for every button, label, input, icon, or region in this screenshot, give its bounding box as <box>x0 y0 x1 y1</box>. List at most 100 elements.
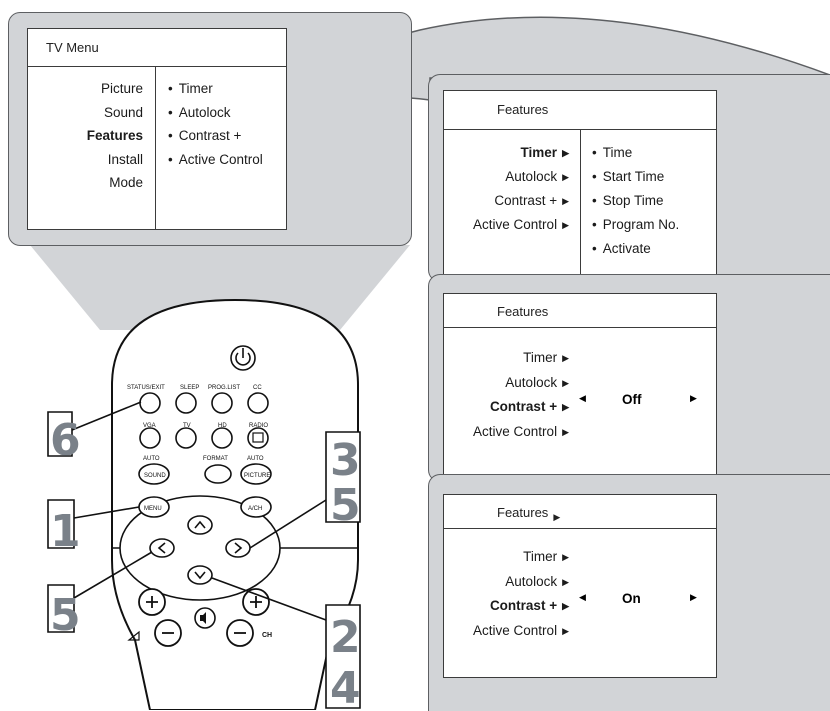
item-timer: Timer▶ <box>439 141 569 165</box>
step-callout-2-4: 2 4 <box>211 577 361 710</box>
value-right-arrow-icon[interactable]: ▶ <box>690 393 697 403</box>
timer-window-title: Features <box>497 102 549 117</box>
play-arrow-icon: ▶ <box>562 148 569 158</box>
submenu-item: •Stop Time <box>592 193 664 208</box>
play-arrow-icon: ▶ <box>562 196 569 206</box>
preview-item: •Contrast + <box>168 128 242 143</box>
contrast-value: On <box>622 591 641 606</box>
step-number-2: 2 <box>330 612 361 663</box>
volume-icon <box>127 630 140 641</box>
features-list: Timer▶ Autolock▶ Contrast +▶ Active Cont… <box>439 545 569 643</box>
menu-item-mode[interactable]: Mode <box>109 175 143 190</box>
tv-menu-title: TV Menu <box>46 40 99 55</box>
contrast-off-title: Features <box>497 304 549 319</box>
menu-item-sound[interactable]: Sound <box>103 104 143 120</box>
preview-item: •Active Control <box>168 151 263 167</box>
cc-label: CC <box>253 385 262 391</box>
play-arrow-icon: ▶ <box>562 426 569 437</box>
ach-button <box>240 496 272 518</box>
callout-connector-remote <box>30 245 410 330</box>
up-button <box>187 515 213 535</box>
menu-item-features[interactable]: Features <box>86 128 143 143</box>
menu-label: MENU <box>144 506 162 512</box>
step-callout-5-left: 5 <box>47 551 153 641</box>
play-arrow-icon: ▶ <box>562 353 569 363</box>
left-button <box>149 538 175 558</box>
tv-menu-panel: TV Menu Picture Sound Features Install M… <box>8 12 412 246</box>
contrast-on-title: Features▶ <box>497 505 561 522</box>
prog-list-button <box>211 392 233 414</box>
value-left-arrow-icon[interactable]: ◀ <box>579 592 586 602</box>
sound-label: SOUND <box>144 473 166 479</box>
left-arrow-icon <box>157 542 166 554</box>
play-arrow-icon: ▶ <box>562 552 569 562</box>
menu-item-picture[interactable]: Picture <box>100 81 143 96</box>
features-list: Timer▶ Autolock▶ Contrast +▶ Active Cont… <box>439 141 569 237</box>
plus-icon <box>146 596 158 608</box>
picture-label: PICTURE <box>244 473 270 479</box>
item-active-control: Active Control▶ <box>439 420 569 445</box>
title-divider <box>444 528 716 530</box>
value-right-arrow-icon[interactable]: ▶ <box>690 592 697 602</box>
status-exit-label: STATUS/EXIT <box>127 385 165 391</box>
timer-panel: Features Timer▶ Autolock▶ Contrast +▶ Ac… <box>428 74 830 282</box>
step-number-3: 3 <box>330 435 361 486</box>
step-number-4: 4 <box>330 663 361 710</box>
play-arrow-icon: ▶ <box>562 220 569 230</box>
timer-submenu: •Time •Start Time •Stop Time •Program No… <box>592 141 679 261</box>
step-number-1: 1 <box>50 506 81 557</box>
sleep-button <box>175 392 197 414</box>
radio-button <box>247 427 269 449</box>
power-button <box>230 345 256 371</box>
tv-label: TV <box>183 423 191 429</box>
mute-icon <box>200 612 206 624</box>
radio-label: RADIO <box>249 423 268 429</box>
column-divider <box>580 129 582 281</box>
play-arrow-icon: ▶ <box>562 625 569 636</box>
step-callout-1: 1 <box>47 499 140 557</box>
preview-item: •Autolock <box>168 104 231 120</box>
sound-button <box>138 463 170 485</box>
title-divider <box>444 327 716 329</box>
hd-label: HD <box>218 423 227 429</box>
features-list: Timer▶ Autolock▶ Contrast +▶ Active Cont… <box>439 346 569 444</box>
play-arrow-icon: ▶ <box>562 377 569 388</box>
tv-button <box>175 427 197 449</box>
submenu-item: •Activate <box>592 241 651 256</box>
menu-item-install[interactable]: Install <box>107 151 143 167</box>
contrast-value: Off <box>622 392 642 407</box>
play-arrow-icon: ▶ <box>562 601 569 611</box>
ach-label: A/CH <box>248 506 262 512</box>
sleep-label: SLEEP <box>180 385 199 391</box>
status-exit-button <box>139 392 161 414</box>
down-arrow-icon <box>194 571 206 580</box>
play-arrow-icon: ▶ <box>562 402 569 412</box>
play-arrow-icon: ▶ <box>562 576 569 587</box>
tv-menu-window: TV Menu Picture Sound Features Install M… <box>27 28 287 230</box>
item-autolock: Autolock▶ <box>439 570 569 595</box>
title-divider <box>28 66 286 68</box>
step-number-5-right: 5 <box>330 480 361 531</box>
up-arrow-icon <box>194 520 206 529</box>
contrast-on-window: Features▶ Timer▶ Autolock▶ Contrast +▶ A… <box>443 494 717 678</box>
value-left-arrow-icon[interactable]: ◀ <box>579 393 586 403</box>
play-arrow-icon: ▶ <box>553 512 561 522</box>
right-button <box>225 538 251 558</box>
features-preview-list: •Timer •Autolock •Contrast + •Active Con… <box>168 77 263 171</box>
submenu-item: •Start Time <box>592 169 665 184</box>
step-number-6: 6 <box>50 415 81 466</box>
auto-sound-label: AUTO <box>143 456 160 462</box>
preview-item: •Timer <box>168 81 213 96</box>
item-timer: Timer▶ <box>439 346 569 371</box>
prog-list-label: PROG.LIST <box>208 385 240 391</box>
right-arrow-icon <box>234 542 243 554</box>
radio-icon <box>252 432 264 443</box>
contrast-on-panel: Features▶ Timer▶ Autolock▶ Contrast +▶ A… <box>428 474 830 711</box>
plus-icon <box>250 596 262 608</box>
picture-button <box>240 463 272 485</box>
play-arrow-icon: ▶ <box>562 172 569 182</box>
item-contrast: Contrast +▶ <box>439 594 569 619</box>
down-button <box>187 565 213 585</box>
submenu-item: •Program No. <box>592 217 680 232</box>
